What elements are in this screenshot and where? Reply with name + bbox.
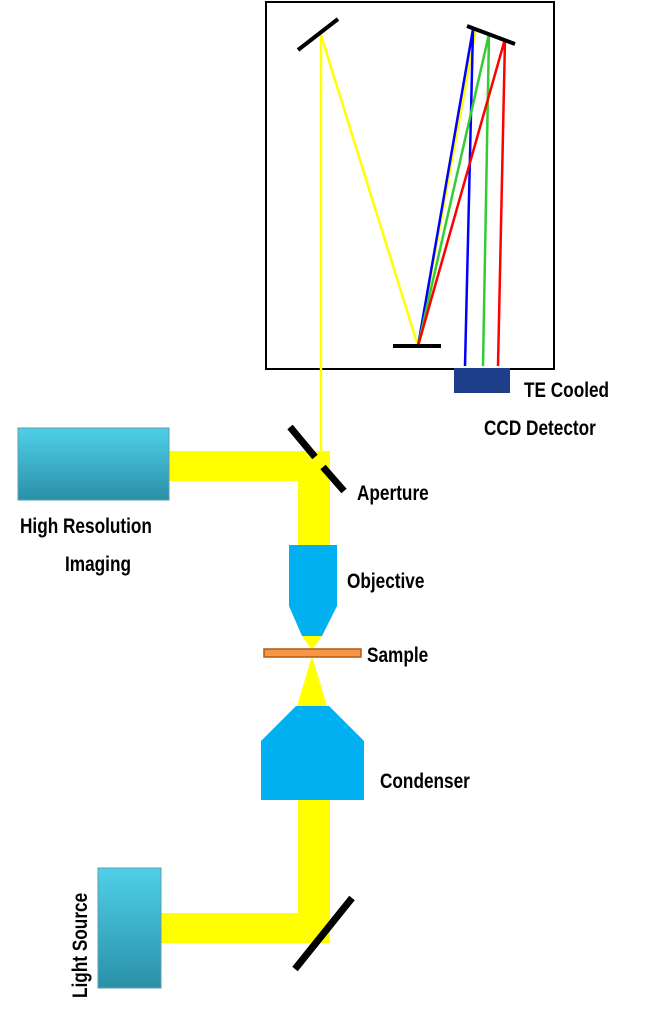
- collimating-mirror-icon: [296, 17, 340, 52]
- ccd-detector: [454, 368, 510, 393]
- fold-mirror-icon: [292, 895, 355, 972]
- imaging-camera: [17, 427, 170, 501]
- aperture-mirror-icon: [287, 424, 347, 494]
- beam-focus-upper: [302, 636, 322, 650]
- condenser-lens: [261, 706, 364, 800]
- condenser-label: Condenser: [380, 771, 470, 794]
- aperture-label: Aperture: [357, 483, 429, 506]
- detector-label-line2: CCD Detector: [484, 418, 596, 441]
- imaging-label-line2: Imaging: [65, 554, 131, 577]
- yellow-ray: [319, 28, 478, 455]
- detector-label-line1: TE Cooled: [524, 380, 609, 403]
- beam-path: [160, 451, 330, 943]
- light-source-lamp: [97, 867, 162, 989]
- beam-cone-lower: [297, 656, 327, 706]
- beam-segment-source: [160, 913, 330, 943]
- green-ray: [416, 33, 491, 367]
- objective-lens: [289, 545, 337, 636]
- sample-label: Sample: [367, 645, 428, 668]
- sample-slide: [263, 648, 362, 658]
- objective-label: Objective: [347, 571, 425, 594]
- light-source-label: Light Source: [70, 893, 93, 998]
- spectrometer-enclosure: [265, 1, 555, 370]
- focusing-mirror-icon: [466, 24, 516, 46]
- imaging-label-line1: High Resolution: [20, 516, 152, 539]
